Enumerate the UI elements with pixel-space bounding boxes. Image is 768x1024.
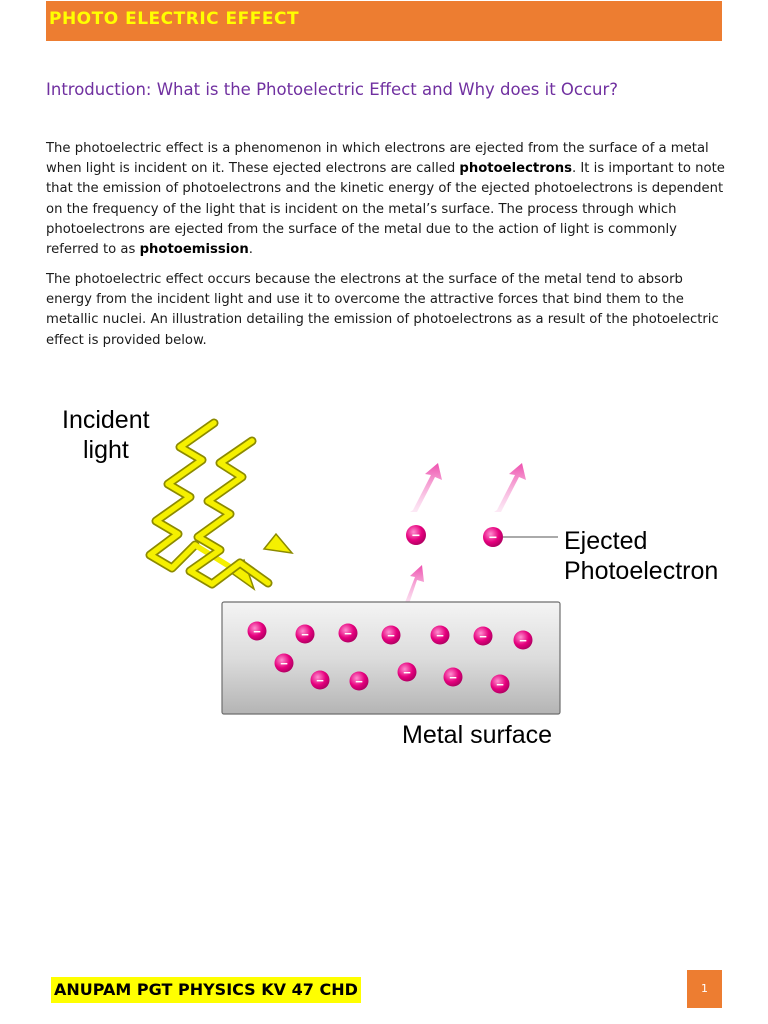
metal-electron: − [443, 667, 463, 687]
electron-sign: − [280, 656, 288, 671]
metal-electron: − [295, 624, 315, 644]
footer-author: ANUPAM PGT PHYSICS KV 47 CHD [51, 977, 361, 1003]
incident-light-wave-1 [145, 418, 219, 573]
label-ejected-line1: Ejected [564, 527, 647, 555]
electron-sign: − [412, 527, 420, 543]
page-number: 1 [687, 970, 722, 1008]
term-photoemission: photoemission [139, 242, 249, 258]
metal-electron: − [430, 625, 450, 645]
label-incident-line1: Incident [62, 406, 150, 434]
paragraph-text: The photoelectric effect is a phenomenon… [46, 141, 709, 177]
electron-sign: − [387, 628, 395, 643]
metal-electron: − [274, 653, 294, 673]
metal-electron: − [247, 621, 267, 641]
electron-sign: − [436, 628, 444, 643]
label-metal-surface: Metal surface [402, 721, 552, 749]
metal-electron: − [338, 623, 358, 643]
ejected-electron-2: − [483, 527, 503, 547]
label-incident-line2: light [83, 436, 129, 464]
section-heading: Introduction: What is the Photoelectric … [46, 80, 619, 99]
metal-electrons: − − − − − − − − − − − − − [247, 621, 533, 694]
electron-sign: − [344, 626, 352, 641]
metal-electron: − [397, 662, 417, 682]
electron-sign: − [355, 674, 363, 689]
electron-sign: − [519, 633, 527, 648]
page-title: PHOTO ELECTRIC EFFECT [49, 9, 300, 29]
paragraph-text: . [248, 242, 253, 258]
electron-sign: − [403, 665, 411, 680]
incident-light-wave-2 [185, 436, 273, 589]
label-ejected-line2: Photoelectron [564, 557, 718, 585]
ejection-arrow-1 [410, 463, 442, 512]
metal-electron: − [513, 630, 533, 650]
ejection-arrow-3 [401, 565, 424, 607]
electron-sign: − [479, 629, 487, 644]
term-photoelectrons: photoelectrons [459, 161, 573, 177]
header-bar [46, 1, 722, 41]
metal-electron: − [349, 671, 369, 691]
metal-slab [221, 601, 561, 715]
electron-sign: − [301, 627, 309, 642]
electron-sign: − [489, 529, 497, 545]
electron-sign: − [316, 673, 324, 688]
paragraph-definition: The photoelectric effect is a phenomenon… [46, 139, 726, 260]
metal-electron: − [490, 674, 510, 694]
incident-light-arrowhead-2 [262, 532, 294, 555]
metal-electron: − [310, 670, 330, 690]
metal-electron: − [473, 626, 493, 646]
paragraph-text: . It is important to note that the emiss… [46, 161, 725, 258]
ejected-electron-1: − [406, 525, 426, 545]
ejection-arrow-2 [494, 463, 526, 512]
metal-electron: − [381, 625, 401, 645]
electron-sign: − [449, 670, 457, 685]
photoelectric-illustration: Incident light − − Ejected Photoelectron… [62, 406, 718, 749]
electron-sign: − [496, 677, 504, 692]
paragraph-explanation: The photoelectric effect occurs because … [46, 272, 719, 348]
electron-sign: − [253, 624, 261, 639]
